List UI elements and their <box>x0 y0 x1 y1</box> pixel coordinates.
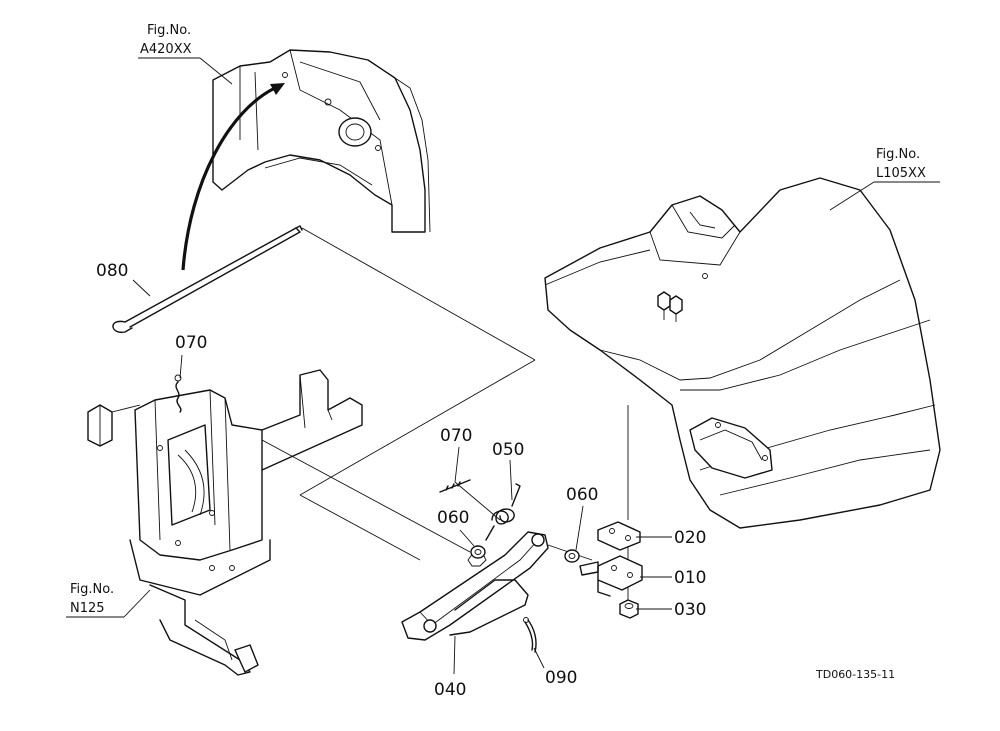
part-labels: 080 070 070 050 060 060 020 010 030 040 … <box>96 261 706 700</box>
part-label-030: 030 <box>674 600 706 620</box>
fig-ref-n125: Fig.No. N125 <box>66 582 151 618</box>
part-label-080: 080 <box>96 261 128 281</box>
pin-070-drawing <box>439 479 471 493</box>
fig-ref-number: L105XX <box>876 166 926 181</box>
fig-ref-number: A420XX <box>140 42 192 57</box>
drawing-code: TD060-135-11 <box>815 668 895 681</box>
part-label-010: 010 <box>674 568 706 588</box>
lever-040-drawing <box>401 531 549 641</box>
bracket-010-drawing <box>579 555 643 597</box>
fig-ref-number: N125 <box>70 601 105 616</box>
assembly-arrow <box>181 83 285 271</box>
fig-ref-l105xx: Fig.No. L105XX <box>829 147 940 211</box>
part-label-090: 090 <box>545 668 577 688</box>
fig-ref-label: Fig.No. <box>876 147 920 162</box>
fig-ref-label: Fig.No. <box>147 23 191 38</box>
cotter-pin-090-drawing <box>523 617 537 653</box>
nut-030-drawing <box>619 599 639 619</box>
spring-050-drawing <box>485 483 521 541</box>
plate-020-drawing <box>597 521 641 551</box>
part-label-040: 040 <box>434 680 466 700</box>
part-label-070-lower: 070 <box>440 426 472 446</box>
part-label-050: 050 <box>492 440 524 460</box>
part-label-060-left: 060 <box>437 508 469 528</box>
bracket-frame-drawing <box>87 369 363 676</box>
part-label-020: 020 <box>674 528 706 548</box>
flywheel-housing-drawing <box>212 49 431 233</box>
part-label-070-upper: 070 <box>175 333 207 353</box>
leader-lines <box>132 279 672 675</box>
fig-ref-label: Fig.No. <box>70 582 114 597</box>
phantom-lines <box>261 227 629 600</box>
rod-080-drawing <box>112 225 303 333</box>
washer-060-right <box>564 549 580 563</box>
fig-ref-a420xx: Fig.No. A420XX <box>138 23 233 85</box>
cover-panel-drawing <box>544 177 941 529</box>
washer-060-left <box>470 545 486 559</box>
part-label-060-right: 060 <box>566 485 598 505</box>
